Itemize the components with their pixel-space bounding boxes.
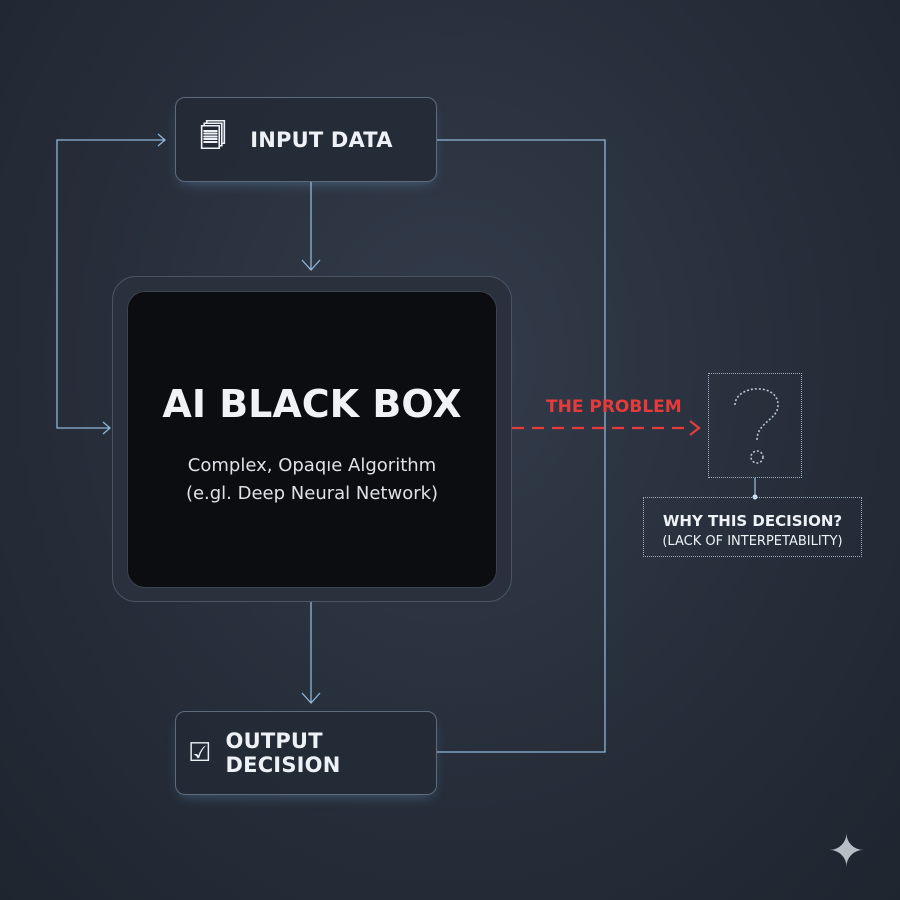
the-problem-label: THE PROBLEM [546, 397, 682, 417]
checkbox-icon: ☑ [188, 738, 212, 768]
problem-arrow [512, 420, 701, 436]
question-box [708, 373, 802, 478]
loop-left-line [56, 133, 166, 435]
input-to-blackbox-arrow [301, 182, 321, 271]
why-decision-box: WHY THIS DECISION? (LACK OF INTERPETABIL… [643, 497, 862, 557]
black-box-title: AI BLACK BOX [162, 381, 462, 426]
black-box-subtitle-2: (e.gl. Deep Neural Network) [185, 482, 439, 504]
input-data-label: INPUT DATA [250, 127, 393, 152]
output-decision-label: OUTPUT DECISION [225, 729, 341, 777]
blackbox-to-output-arrow [301, 602, 321, 704]
sparkle-icon: ✦ [828, 826, 865, 877]
loop-right-line [437, 139, 606, 753]
why-decision-title: WHY THIS DECISION? [662, 512, 843, 530]
question-mark-icon [734, 388, 779, 464]
black-box-subtitle-1: Complex, Opaqıe Algorithm [187, 454, 437, 476]
why-decision-subtitle: (LACK OF INTERPETABILITY) [662, 534, 843, 549]
black-box-node: AI BLACK BOX Complex, Opaqıe Algorithm (… [127, 291, 497, 588]
output-decision-node: ☑ OUTPUT DECISION [175, 711, 437, 795]
documents-icon: 🗐 [200, 121, 227, 152]
input-data-node: 🗐 INPUT DATA [175, 97, 437, 182]
